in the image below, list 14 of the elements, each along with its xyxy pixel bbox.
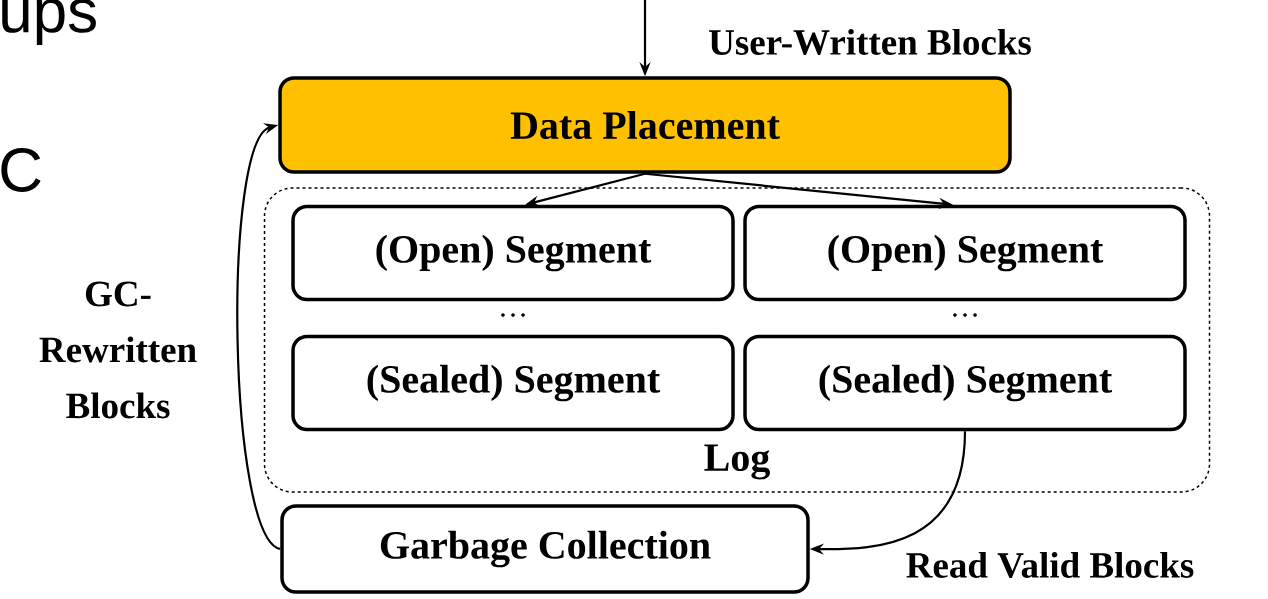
process-box: (Sealed) Segment xyxy=(743,334,1187,432)
process-box: (Open) Segment xyxy=(291,204,735,302)
edge-label: GC- Rewritten Blocks xyxy=(28,279,208,421)
ellipsis: … xyxy=(953,313,977,317)
cropped-text: C xyxy=(1,148,41,192)
arrow xyxy=(236,123,281,550)
edge-label: User-Written Blocks xyxy=(706,26,1034,58)
highlighted-process-box: Data Placement xyxy=(278,76,1012,174)
ellipsis: … xyxy=(501,313,525,317)
process-box: (Open) Segment xyxy=(743,204,1187,302)
group-label: Log xyxy=(704,444,770,480)
process-box: (Sealed) Segment xyxy=(291,334,735,432)
edge-label: Read Valid Blocks xyxy=(903,549,1197,581)
process-box: Garbage Collection xyxy=(280,504,810,594)
